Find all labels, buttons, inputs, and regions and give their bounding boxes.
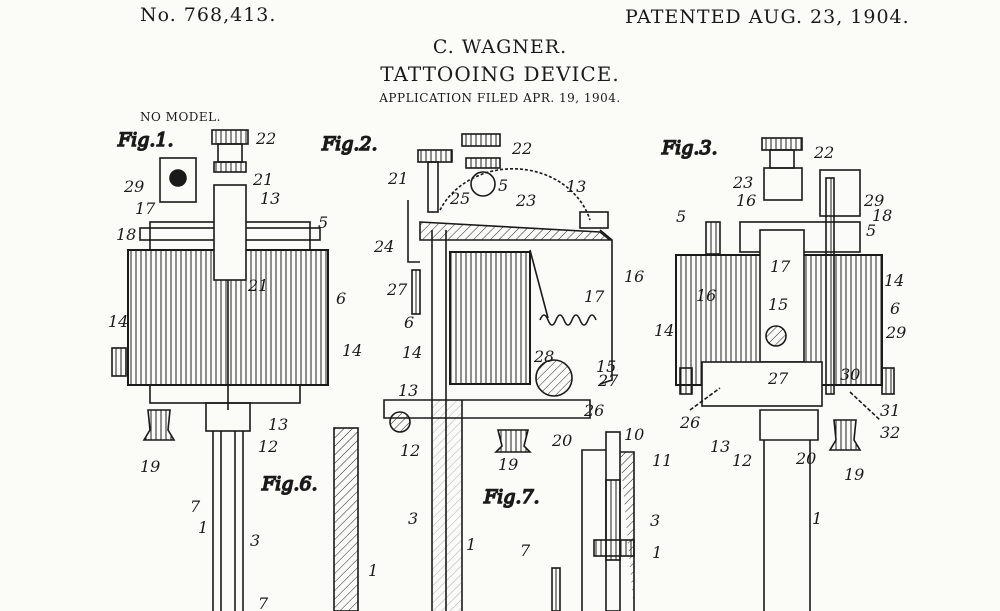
fig3-label: 16 xyxy=(696,286,716,305)
fig2-caption: Fig.2. xyxy=(321,133,378,155)
fig3-label: 27 xyxy=(767,369,789,388)
fig1-label: 19 xyxy=(140,457,160,476)
fig3-label: 5 xyxy=(866,221,876,240)
fig1-label: 7 xyxy=(190,497,201,516)
fig7-label: 1 xyxy=(652,543,662,562)
fig1-label: 21 xyxy=(247,276,268,295)
fig3-label: 29 xyxy=(863,191,884,210)
fig2-label: 14 xyxy=(402,343,422,362)
fig3-label: 20 xyxy=(795,449,816,468)
fig2-label: 15 xyxy=(596,357,616,376)
figure-3-labels: 22 23 29 16 18 5 5 17 14 16 15 6 29 14 2… xyxy=(654,143,906,528)
fig2-label: 27 xyxy=(386,280,408,299)
fig3-label: 1 xyxy=(812,509,822,528)
fig3-label: 18 xyxy=(872,206,892,225)
figure-2: Fig.2. xyxy=(320,132,613,611)
fig3-label: 31 xyxy=(880,401,900,420)
fig3-label: 23 xyxy=(732,173,753,192)
fig2-label: 27 xyxy=(597,371,619,390)
fig3-caption: Fig.3. xyxy=(661,137,718,159)
fig1-label: 5 xyxy=(318,213,328,232)
fig2-label: 6 xyxy=(404,313,414,332)
figure-7-labels: 10 11 3 1 7 xyxy=(520,425,672,562)
fig3-label: 14 xyxy=(654,321,674,340)
fig2-label: 26 xyxy=(583,401,604,420)
fig2-label: 25 xyxy=(449,189,470,208)
model-note: NO MODEL. xyxy=(140,110,221,124)
fig7-label: 7 xyxy=(520,541,531,560)
inventor-name: C. WAGNER. xyxy=(432,36,568,58)
fig3-label: 14 xyxy=(884,271,904,290)
fig2-label: 3 xyxy=(408,509,418,528)
patent-number: No. 768,413. xyxy=(140,4,277,26)
fig3-label: 26 xyxy=(679,413,700,432)
fig3-label: 32 xyxy=(880,423,900,442)
fig2-label: 12 xyxy=(400,441,420,460)
fig3-label: 5 xyxy=(676,207,686,226)
fig1-label: 14 xyxy=(108,312,128,331)
fig1-caption: Fig.1. xyxy=(117,129,174,151)
figure-2-labels: 22 21 5 23 13 25 24 16 27 17 6 15 14 28 … xyxy=(373,139,644,554)
fig1-label: 18 xyxy=(116,225,136,244)
fig3-label: 17 xyxy=(770,257,791,276)
fig3-label: 30 xyxy=(840,365,860,384)
fig7-caption: Fig.7. xyxy=(483,486,540,508)
fig1-label: 21 xyxy=(252,170,273,189)
fig7-label: 3 xyxy=(650,511,660,530)
figure-7: Fig.7. xyxy=(482,431,635,611)
fig1-label: 14 xyxy=(342,341,362,360)
fig3-label: 12 xyxy=(732,451,752,470)
fig1-label: 3 xyxy=(250,531,260,550)
fig2-label: 24 xyxy=(373,237,394,256)
fig7-label: 10 xyxy=(624,425,644,444)
fig1-label: 13 xyxy=(268,415,288,434)
fig3-label: 6 xyxy=(890,299,900,318)
fig2-label: 28 xyxy=(533,347,554,366)
fig2-label: 21 xyxy=(387,169,408,188)
fig1-label: 29 xyxy=(123,177,144,196)
figure-3: Fig.3. xyxy=(660,136,895,611)
fig3-label: 16 xyxy=(736,191,756,210)
fig3-label: 13 xyxy=(710,437,730,456)
fig1-label: 7 xyxy=(258,594,269,611)
fig2-label: 13 xyxy=(566,177,586,196)
figure-6: Fig.6. 1 xyxy=(260,427,378,611)
fig2-label: 20 xyxy=(551,431,572,450)
fig2-label: 23 xyxy=(515,191,536,210)
fig1-label: 6 xyxy=(336,289,346,308)
fig3-label: 22 xyxy=(813,143,834,162)
patent-title: TATTOOING DEVICE. xyxy=(380,62,620,86)
fig2-label: 19 xyxy=(498,455,518,474)
fig2-label: 5 xyxy=(498,176,508,195)
fig1-label: 17 xyxy=(135,199,156,218)
figure-1: Fig.1. xyxy=(111,128,329,611)
fig7-label: 11 xyxy=(652,451,672,470)
fig6-label: 1 xyxy=(368,561,378,580)
fig1-label: 12 xyxy=(258,437,278,456)
filing-date: APPLICATION FILED APR. 19, 1904. xyxy=(379,91,621,105)
fig1-label: 13 xyxy=(260,189,280,208)
fig1-label: 22 xyxy=(255,129,276,148)
fig1-label: 1 xyxy=(198,518,208,537)
fig2-label: 13 xyxy=(398,381,418,400)
fig3-label: 29 xyxy=(885,323,906,342)
fig2-label: 17 xyxy=(584,287,605,306)
fig2-label: 22 xyxy=(511,139,532,158)
fig2-label: 16 xyxy=(624,267,644,286)
fig2-label: 1 xyxy=(466,535,476,554)
fig3-label: 19 xyxy=(844,465,864,484)
fig3-label: 15 xyxy=(768,295,788,314)
figure-1-labels: 22 21 29 13 17 5 18 21 6 14 14 13 12 19 … xyxy=(108,129,362,611)
patent-date: PATENTED AUG. 23, 1904. xyxy=(625,6,910,28)
fig6-caption: Fig.6. xyxy=(261,473,318,495)
